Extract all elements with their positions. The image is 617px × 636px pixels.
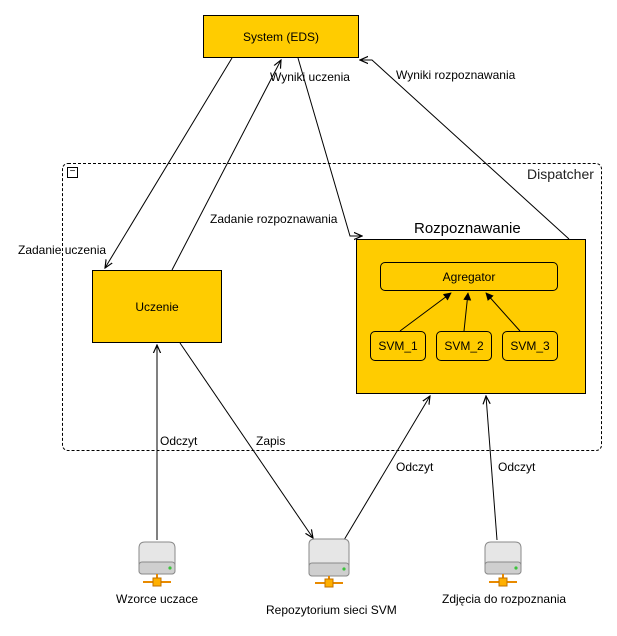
svm-1-node[interactable]: SVM_1: [370, 331, 426, 361]
svm-2-node[interactable]: SVM_2: [436, 331, 492, 361]
label-odczyt-zdjecia: Odczyt: [498, 460, 536, 474]
uczenie-node-label: Uczenie: [135, 299, 179, 314]
edge-zapis: [179, 342, 313, 538]
label-wyniki-uczenia: Wyniki uczenia: [270, 70, 350, 84]
label-zadanie-rozpoznawania: Zadanie rozpoznawania: [210, 212, 338, 226]
server-icon[interactable]: [479, 540, 527, 590]
edge-svm1-agregator: [399, 292, 452, 332]
label-odczyt-wzorce: Odczyt: [160, 434, 198, 448]
rozpoznawanie-label: Rozpoznawanie: [414, 220, 521, 237]
edge-zadanie-uczenia: [105, 57, 233, 268]
edge-wyniki-rozpoznawania: [360, 60, 570, 240]
server-label-wzorce: Wzorce uczace: [116, 592, 199, 606]
edge-svm2-agregator: [463, 292, 472, 332]
dispatcher-container: [62, 163, 602, 451]
system-node-label: System (EDS): [242, 29, 319, 44]
edge-odczyt-repozytorium: [343, 396, 430, 541]
server-icon[interactable]: [133, 540, 181, 590]
edge-wyniki-uczenia: [171, 60, 281, 271]
collapse-icon[interactable]: −: [67, 167, 78, 178]
svm-3-node-label: SVM_3: [510, 339, 550, 353]
server-label-zdjecia: Zdjęcia do rozpoznania: [442, 592, 567, 606]
label-zadanie-uczenia: Zadanie uczenia: [18, 243, 107, 257]
agregator-node-label: Agregator: [442, 269, 496, 284]
edge-zadanie-rozpoznawania: [297, 57, 362, 236]
label-zapis: Zapis: [256, 434, 286, 448]
label-wyniki-rozpoznawania: Wyniki rozpoznawania: [396, 68, 516, 82]
svm-2-node-label: SVM_2: [444, 339, 484, 353]
edge-svm3-agregator: [485, 292, 521, 332]
svm-3-node[interactable]: SVM_3: [502, 331, 558, 361]
dispatcher-label: Dispatcher: [527, 166, 594, 182]
edge-odczyt-zdjecia: [486, 396, 498, 541]
svm-1-node-label: SVM_1: [378, 339, 418, 353]
server-label-repozytorium: Repozytorium sieci SVM: [266, 603, 397, 617]
uczenie-node[interactable]: Uczenie: [92, 270, 222, 343]
server-icon[interactable]: [305, 538, 353, 588]
system-node[interactable]: System (EDS): [203, 15, 359, 58]
label-odczyt-repozytorium: Odczyt: [396, 460, 434, 474]
agregator-node[interactable]: Agregator: [380, 262, 558, 291]
